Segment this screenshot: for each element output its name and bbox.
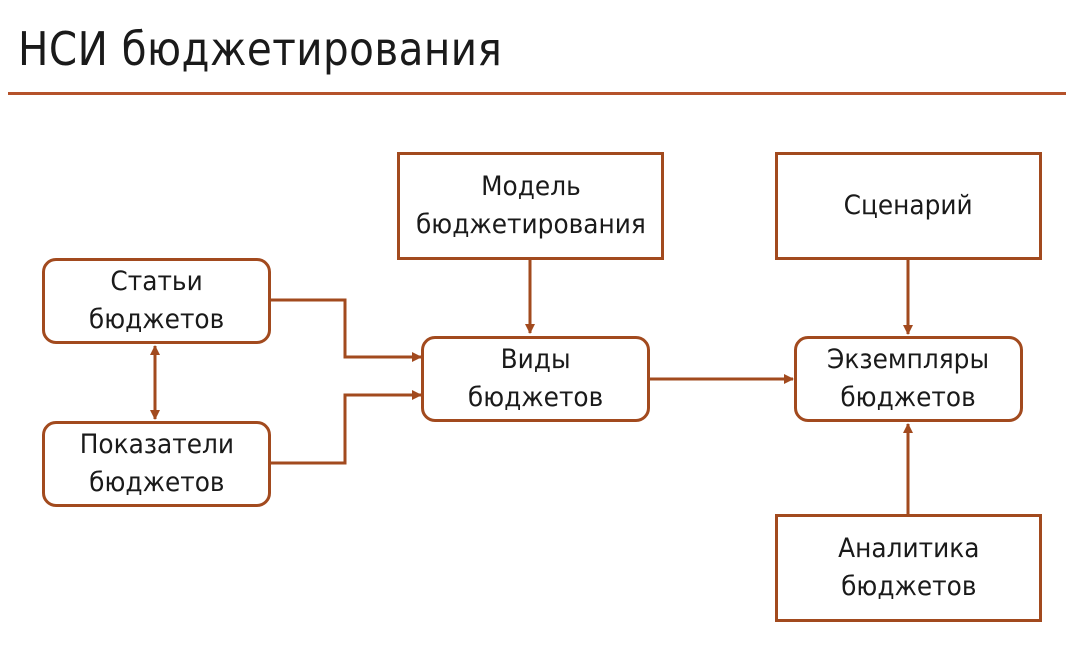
node-budget-indicators-line1: Показатели — [79, 429, 234, 460]
node-budget-analytics-line1: Аналитика — [837, 533, 980, 564]
page-title: НСИ бюджетирования — [18, 22, 503, 76]
node-budget-indicators: Показатели бюджетов — [42, 421, 271, 507]
node-budget-articles-line2: бюджетов — [88, 304, 225, 335]
node-scenario-line1: Сценарий — [843, 190, 974, 221]
node-budget-types-line2: бюджетов — [467, 382, 604, 413]
node-budget-instances: Экземпляры бюджетов — [794, 336, 1023, 422]
node-budget-model-line1: Модель — [480, 171, 581, 202]
node-budget-model: Модель бюджетирования — [397, 152, 664, 260]
title-rule — [8, 92, 1066, 95]
node-budget-analytics: Аналитика бюджетов — [775, 514, 1042, 622]
node-budget-instances-line1: Экземпляры — [827, 344, 990, 375]
node-budget-types: Виды бюджетов — [421, 336, 650, 422]
node-budget-articles: Статьи бюджетов — [42, 258, 271, 344]
node-budget-types-line1: Виды — [500, 344, 571, 375]
node-budget-articles-line1: Статьи — [110, 266, 203, 297]
node-budget-analytics-line2: бюджетов — [840, 571, 977, 602]
node-budget-instances-line2: бюджетов — [840, 382, 977, 413]
node-budget-model-line2: бюджетирования — [415, 209, 646, 240]
edge-articles-to-types — [270, 298, 422, 362]
edge-indicators-to-types — [270, 390, 422, 465]
node-scenario: Сценарий — [775, 152, 1042, 260]
node-budget-indicators-line2: бюджетов — [88, 467, 225, 498]
